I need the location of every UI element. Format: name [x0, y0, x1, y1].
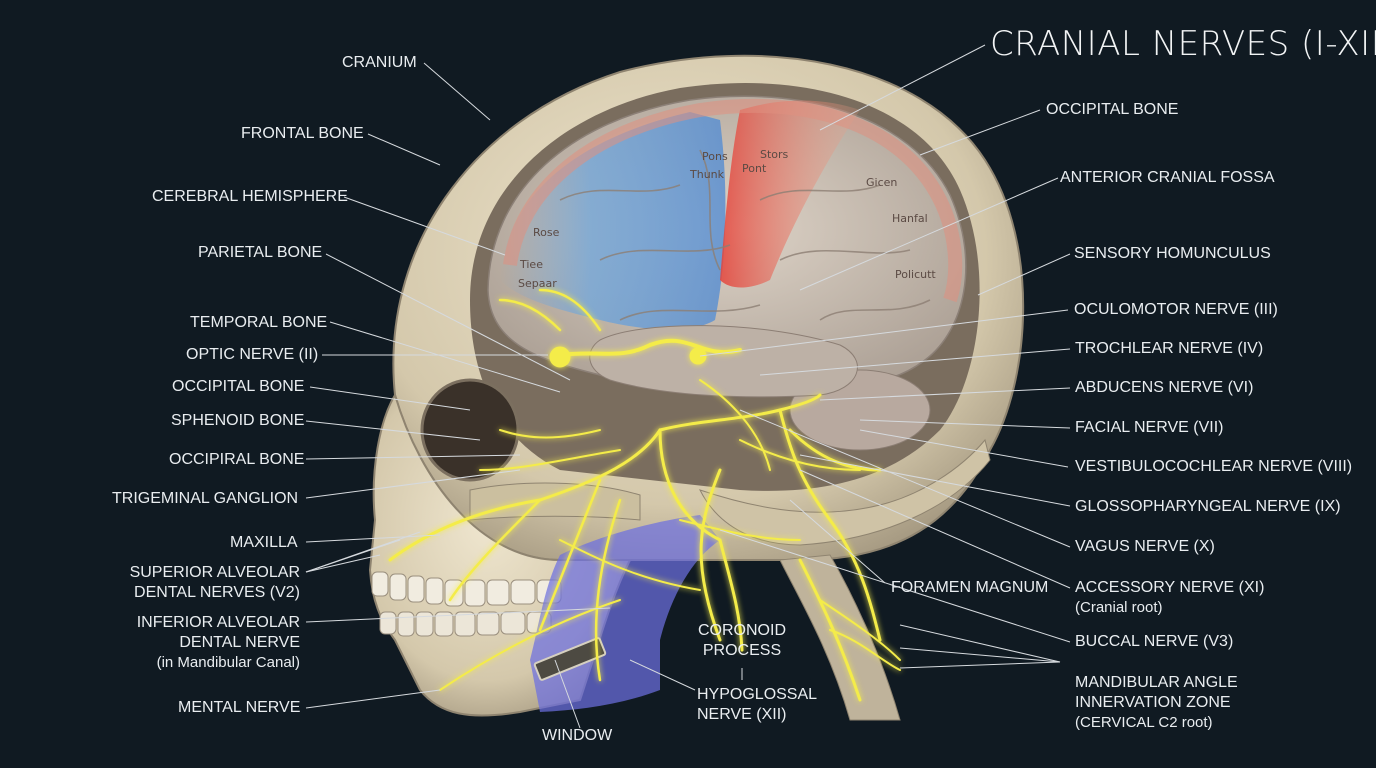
leader-lines: [305, 44, 1071, 729]
label-inferior-alveolar-line1: INFERIOR ALVEOLAR: [136, 614, 300, 631]
label-superior-alveolar-line1: SUPERIOR ALVEOLAR: [129, 564, 300, 581]
homunculus-word: Tiee: [519, 258, 543, 271]
label-inferior-alveolar-line3: (in Mandibular Canal): [156, 654, 300, 671]
label-window: WINDOW: [542, 727, 613, 744]
label-mandibular-angle-line2: INNERVATION ZONE: [1075, 694, 1231, 711]
orbit: [420, 378, 520, 482]
homunculus-word: Sepaar: [518, 277, 557, 290]
label-mandibular-angle-line1: MANDIBULAR ANGLE: [1075, 674, 1238, 691]
label-parietal-bone: PARIETAL BONE: [198, 244, 323, 261]
skull-base: [699, 438, 991, 546]
motor-strip: [720, 100, 860, 288]
label-superior-alveolar: SUPERIOR ALVEOLAR DENTAL NERVES (V2): [100, 563, 300, 603]
label-abducens-nerve: ABDUCENS NERVE (VI): [1075, 379, 1254, 396]
gyri: [559, 149, 931, 321]
label-occipital-bone-left: OCCIPITAL BONE: [172, 378, 305, 395]
homunculus-word: Policutt: [895, 268, 936, 281]
label-hypoglossal-nerve: HYPOGLOSSAL NERVE (XII): [697, 685, 817, 725]
label-accessory-nerve-line2: (Cranial root): [1075, 599, 1163, 616]
label-anterior-cranial-fossa: ANTERIOR CRANIAL FOSSA: [1060, 169, 1275, 186]
label-hypoglossal-line2: NERVE (XII): [697, 706, 787, 723]
label-temporal-bone: TEMPORAL BONE: [190, 314, 328, 331]
mandible-window: [533, 637, 607, 681]
nerve-network: [388, 288, 901, 702]
label-oculomotor-nerve: OCULOMOTOR NERVE (III): [1074, 301, 1278, 318]
label-cerebral-hemisphere: CEREBRAL HEMISPHERE: [152, 188, 348, 205]
zygomatic: [469, 482, 641, 521]
label-mandibular-angle-line3: (CERVICAL C2 root): [1075, 714, 1213, 731]
label-trochlear-nerve: TROCHLEAR NERVE (IV): [1075, 340, 1264, 357]
label-frontal-bone: FRONTAL BONE: [241, 125, 364, 142]
label-glossopharyngeal-nerve: GLOSSOPHARYNGEAL NERVE (IX): [1075, 498, 1341, 515]
homunculus-word: Pont: [742, 162, 767, 175]
homunculus-word: Hanfal: [892, 212, 928, 225]
label-maxilla: MAXILLA: [230, 534, 298, 551]
label-hypoglossal-line1: HYPOGLOSSAL: [697, 686, 818, 703]
label-sensory-homunculus: SENSORY HOMUNCULUS: [1074, 245, 1271, 262]
label-buccal-nerve: BUCCAL NERVE (V3): [1075, 633, 1234, 650]
homunculus-word: Pons: [702, 150, 728, 163]
label-optic-nerve: OPTIC NERVE (II): [186, 346, 319, 363]
label-cranium: CRANIUM: [342, 54, 417, 71]
label-superior-alveolar-line2: DENTAL NERVES (V2): [134, 584, 300, 601]
diagram-title: CRANIAL NERVES (I-XII): [990, 24, 1376, 64]
label-mandibular-angle: MANDIBULAR ANGLE INNERVATION ZONE (CERVI…: [1075, 673, 1238, 733]
homunculus-word: Stors: [760, 148, 789, 161]
label-accessory-nerve: ACCESSORY NERVE (XI) (Cranial root): [1075, 578, 1264, 618]
homunculus-word: Thunk: [689, 168, 725, 181]
label-trigeminal-ganglion: TRIGEMINAL GANGLION: [112, 490, 299, 507]
label-occipital-bone-right: OCCIPITAL BONE: [1046, 101, 1179, 118]
label-occipiral-bone: OCCIPIRAL BONE: [169, 451, 305, 468]
label-facial-nerve: FACIAL NERVE (VII): [1075, 419, 1224, 436]
homunculus-text: Pons Thunk Rose Tiee Sepaar Stors Pont P…: [518, 148, 936, 290]
label-coronoid-line1: CORONOID: [698, 622, 786, 639]
label-vagus-nerve: VAGUS NERVE (X): [1075, 538, 1215, 555]
label-coronoid-process: CORONOID PROCESS: [680, 621, 804, 661]
sensory-strip: [500, 112, 726, 330]
cervical-spine: [779, 554, 901, 721]
label-coronoid-line2: PROCESS: [702, 642, 782, 659]
label-vestibulocochlear-nerve: VESTIBULOCOCHLEAR NERVE (VIII): [1075, 458, 1353, 475]
label-mental-nerve: MENTAL NERVE: [178, 699, 301, 716]
label-foramen-magnum: FORAMEN MAGNUM: [891, 579, 1049, 596]
homunculus-band: [503, 98, 963, 303]
upper-teeth: [371, 571, 562, 607]
label-accessory-nerve-line1: ACCESSORY NERVE (XI): [1075, 579, 1265, 596]
label-inferior-alveolar: INFERIOR ALVEOLAR DENTAL NERVE (in Mandi…: [100, 613, 300, 673]
label-inferior-alveolar-line2: DENTAL NERVE: [179, 634, 300, 651]
homunculus-word: Gicen: [866, 176, 897, 189]
homunculus-word: Rose: [533, 226, 560, 239]
label-sphenoid-bone: SPHENOID BONE: [171, 412, 305, 429]
